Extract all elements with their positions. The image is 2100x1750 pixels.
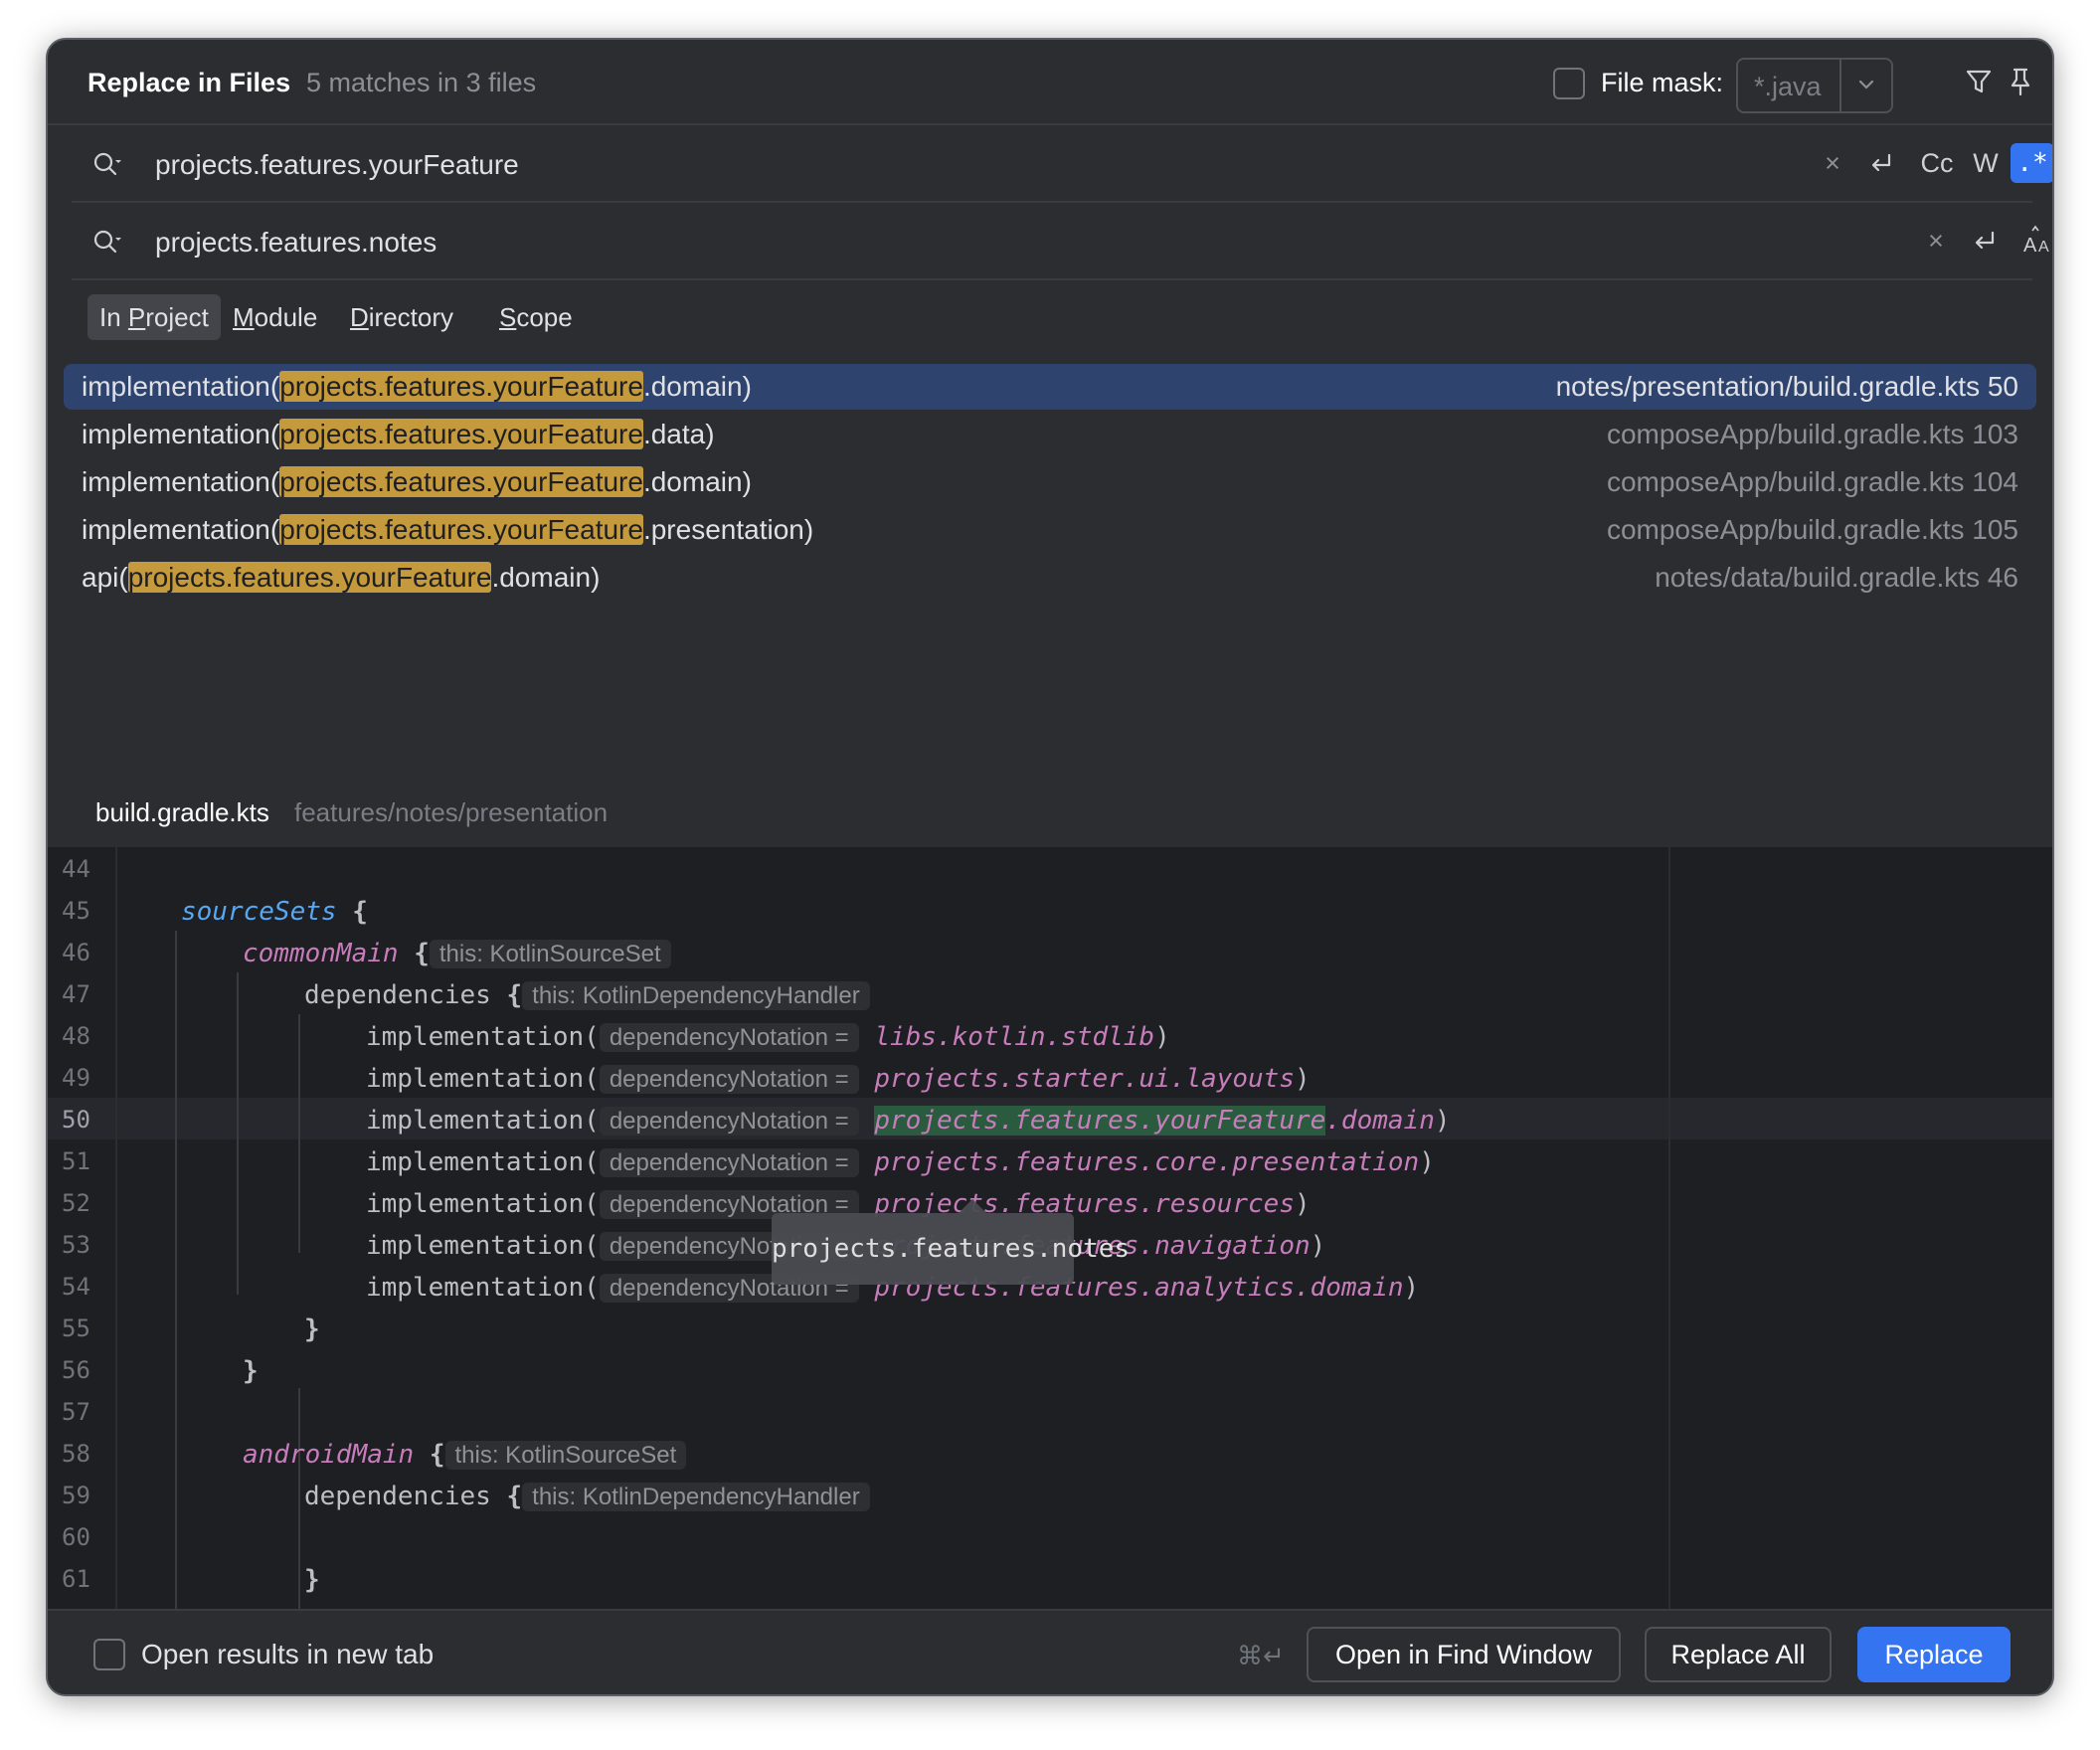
inlay-hint: this: KotlinDependencyHandler xyxy=(522,981,870,1010)
shortcut-hint: ⌘↵ xyxy=(1237,1641,1285,1670)
file-mask-label: File mask: xyxy=(1601,68,1724,97)
result-row[interactable]: implementation(projects.features.yourFea… xyxy=(82,419,2018,449)
replace-history-icon[interactable] xyxy=(88,223,127,262)
find-row: projects.features.yourFeature × Cc W .* xyxy=(72,125,2052,203)
svg-text:A: A xyxy=(2023,235,2037,257)
inlay-hint: dependencyNotation = xyxy=(599,1148,859,1177)
svg-text:A: A xyxy=(2038,239,2049,256)
tab-directory[interactable]: Directory xyxy=(350,302,454,332)
regex-toggle[interactable]: .* xyxy=(2011,143,2052,183)
result-path: notes/presentation/build.gradle.kts 50 xyxy=(1555,371,2018,402)
result-path: composeApp/build.gradle.kts 103 xyxy=(1606,419,2018,449)
tab-in-project[interactable]: In Project xyxy=(88,294,221,340)
filter-icon[interactable] xyxy=(1959,62,1999,101)
code-line-58: androidMain {this: KotlinSourceSet xyxy=(243,1440,687,1470)
code-line-51: implementation(dependencyNotation = proj… xyxy=(366,1147,1435,1177)
line-number: 52 xyxy=(62,1189,90,1217)
replace-match: projects.features.yourFeature xyxy=(874,1106,1326,1136)
line-number: 44 xyxy=(62,855,90,883)
inlay-hint: this: KotlinSourceSet xyxy=(444,1441,687,1470)
new-line-replace-icon[interactable] xyxy=(1965,221,2005,261)
result-row[interactable]: api(projects.features.yourFeature.domain… xyxy=(82,562,2018,593)
line-number: 47 xyxy=(62,980,90,1008)
open-new-tab-checkbox[interactable] xyxy=(93,1639,125,1670)
line-number: 58 xyxy=(62,1440,90,1468)
preview-file-path: features/notes/presentation xyxy=(294,797,609,827)
line-number: 48 xyxy=(62,1022,90,1050)
code-line-52: implementation(dependencyNotation = proj… xyxy=(366,1189,1311,1219)
code-line-59: dependencies {this: KotlinDependencyHand… xyxy=(304,1482,870,1511)
result-path: composeApp/build.gradle.kts 104 xyxy=(1606,466,2018,497)
replacement-preview-tooltip: projects.features.notes xyxy=(772,1199,1130,1285)
file-mask-checkbox[interactable] xyxy=(1553,68,1585,99)
line-number: 53 xyxy=(62,1231,90,1259)
code-line-54: implementation(dependencyNotation = proj… xyxy=(366,1273,1420,1303)
result-row[interactable]: implementation(projects.features.yourFea… xyxy=(64,364,2036,410)
line-number: 45 xyxy=(62,897,90,925)
line-number: 46 xyxy=(62,939,90,966)
find-input[interactable]: projects.features.yourFeature xyxy=(155,149,519,180)
match-case-toggle[interactable]: Cc xyxy=(1920,148,1954,178)
code-preview[interactable]: 44 45 46 47 48 49 50 51 52 53 54 55 56 57 58 59 60 61 sou… xyxy=(48,847,2052,1609)
line-number: 57 xyxy=(62,1398,90,1426)
inlay-hint: this: KotlinSourceSet xyxy=(429,940,671,968)
inlay-hint: dependencyNotation = xyxy=(599,1023,859,1052)
code-line-46: commonMain {this: KotlinSourceSet xyxy=(243,939,671,968)
inlay-hint: dependencyNotation = xyxy=(599,1274,859,1303)
code-line-47: dependencies {this: KotlinDependencyHand… xyxy=(304,980,870,1010)
line-number: 61 xyxy=(62,1565,90,1593)
whole-words-toggle[interactable]: W xyxy=(1973,148,1999,178)
search-history-icon[interactable] xyxy=(88,145,127,185)
result-row[interactable]: implementation(projects.features.yourFea… xyxy=(82,466,2018,497)
line-number: 60 xyxy=(62,1523,90,1551)
code-line-55: } xyxy=(304,1314,320,1344)
chevron-down-icon[interactable] xyxy=(1851,70,1881,99)
tab-scope[interactable]: Scope xyxy=(499,302,573,332)
preview-file-name: build.gradle.kts xyxy=(95,797,269,827)
file-mask-value[interactable]: *.java xyxy=(1754,72,1822,101)
line-number: 56 xyxy=(62,1356,90,1384)
file-mask-combo[interactable]: *.java xyxy=(1736,58,1893,113)
inlay-hint: this: KotlinDependencyHandler xyxy=(522,1483,870,1511)
dialog-header: Replace in Files 5 matches in 3 files Fi… xyxy=(48,40,2052,125)
replace-input[interactable]: projects.features.notes xyxy=(155,227,438,258)
replace-button[interactable]: Replace xyxy=(1857,1627,2011,1682)
line-number: 51 xyxy=(62,1147,90,1175)
clear-replace-icon[interactable]: × xyxy=(1928,226,1944,256)
replace-all-button[interactable]: Replace All xyxy=(1645,1627,1832,1682)
match-summary: 5 matches in 3 files xyxy=(306,68,537,97)
open-new-tab-label: Open results in new tab xyxy=(141,1639,435,1669)
code-line-61: } xyxy=(304,1565,320,1595)
tab-module[interactable]: Module xyxy=(233,302,318,332)
new-line-icon[interactable] xyxy=(1861,143,1901,183)
code-line-49: implementation(dependencyNotation = proj… xyxy=(366,1064,1311,1094)
pin-icon[interactable] xyxy=(2001,62,2040,101)
open-in-find-window-button[interactable]: Open in Find Window xyxy=(1307,1627,1621,1682)
inlay-hint: dependencyNotation = xyxy=(599,1107,859,1136)
line-number: 49 xyxy=(62,1064,90,1092)
replace-in-files-dialog: Replace in Files 5 matches in 3 files Fi… xyxy=(46,38,2054,1696)
code-line-45: sourceSets { xyxy=(181,897,368,927)
inlay-hint: dependencyNotation = xyxy=(599,1065,859,1094)
result-path: composeApp/build.gradle.kts 105 xyxy=(1606,514,2018,545)
line-number: 59 xyxy=(62,1482,90,1509)
clear-find-icon[interactable]: × xyxy=(1825,148,1840,178)
result-row[interactable]: implementation(projects.features.yourFea… xyxy=(82,514,2018,545)
code-line-56: } xyxy=(243,1356,259,1386)
code-line-48: implementation(dependencyNotation = libs… xyxy=(366,1022,1170,1052)
code-line-50: implementation(dependencyNotation = proj… xyxy=(366,1106,1451,1136)
line-number: 50 xyxy=(62,1106,90,1134)
line-number: 54 xyxy=(62,1273,90,1301)
dialog-footer: Open results in new tab ⌘↵ Open in Find … xyxy=(48,1609,2052,1694)
dialog-title: Replace in Files xyxy=(88,68,291,97)
line-number: 55 xyxy=(62,1314,90,1342)
result-path: notes/data/build.gradle.kts 46 xyxy=(1655,562,2018,593)
